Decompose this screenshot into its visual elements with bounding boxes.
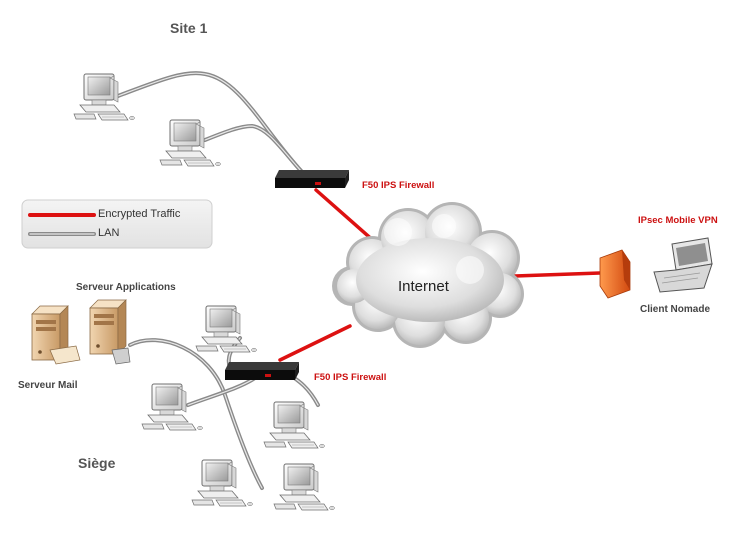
legend (21, 199, 213, 249)
site1-label: Site 1 (170, 20, 208, 36)
desktop-computer-icon (195, 305, 257, 353)
client-label: Client Nomade (640, 304, 711, 315)
mobile-vpn-label: IPsec Mobile VPN (638, 215, 718, 226)
desktop-computer-icon (273, 463, 335, 511)
app-server-label: Serveur Applications (76, 282, 176, 293)
desktop-computer-icon (263, 401, 325, 449)
mail-server-label: Serveur Mail (18, 380, 78, 391)
internet-cloud-icon (332, 202, 524, 348)
laptop-icon (653, 237, 713, 293)
firewall-appliance-icon (225, 362, 299, 380)
legend-lan-label: LAN (98, 227, 120, 239)
lan-cables-site1 (116, 71, 304, 174)
desktop-computer-icon (141, 383, 203, 431)
desktop-computer-icon (73, 73, 135, 121)
firewall-appliance-icon (275, 170, 349, 188)
internet-label: Internet (398, 278, 449, 295)
desktop-computer-icon (159, 119, 221, 167)
siege-label: Siège (78, 455, 116, 471)
firewall-bottom-label: F50 IPS Firewall (314, 372, 387, 383)
application-server-icon (89, 299, 127, 355)
firewall-top-label: F50 IPS Firewall (362, 180, 435, 191)
legend-encrypted-label: Encrypted Traffic (98, 208, 181, 220)
vpn-gateway-icon (599, 249, 631, 299)
server-accessory (49, 345, 131, 365)
desktop-computer-icon (191, 459, 253, 507)
